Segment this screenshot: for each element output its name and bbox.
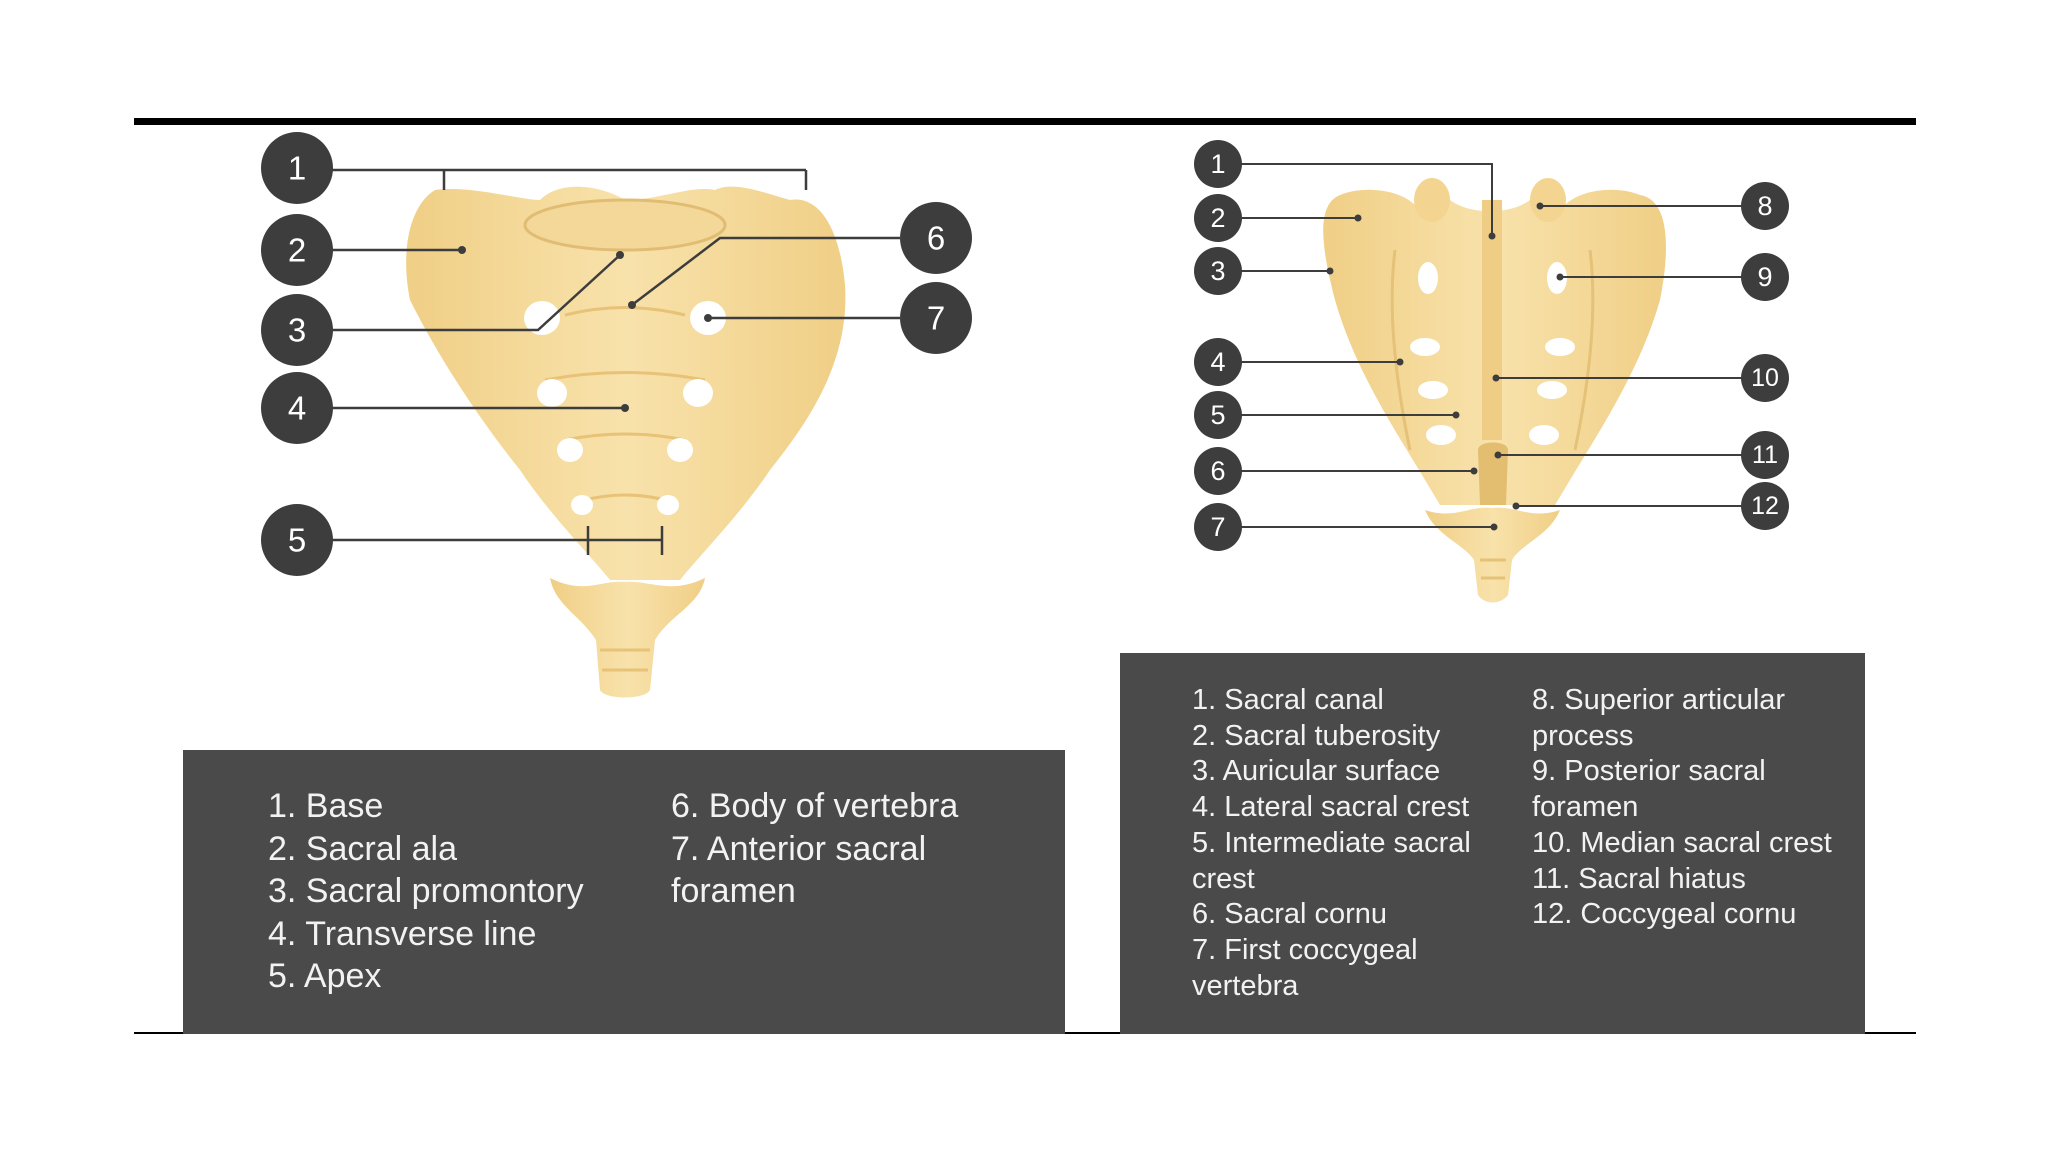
svg-text:2: 2 bbox=[1210, 203, 1225, 233]
posterior-marker-2: 2 bbox=[1194, 194, 1242, 242]
legend-item-sacral-hiatus: 11. Sacral hiatus bbox=[1532, 862, 1832, 898]
legend-item-posterior-sacral-foramen: 9. Posterior sacral foramen bbox=[1532, 754, 1832, 825]
anterior-marker-3: 3 bbox=[261, 294, 333, 366]
svg-text:6: 6 bbox=[1210, 456, 1225, 486]
svg-text:5: 5 bbox=[1210, 400, 1225, 430]
svg-text:3: 3 bbox=[1210, 256, 1225, 286]
posterior-marker-12: 12 bbox=[1741, 482, 1789, 530]
svg-text:6: 6 bbox=[927, 220, 945, 257]
posterior-marker-1: 1 bbox=[1194, 140, 1242, 188]
anterior-sacrum-illustration bbox=[406, 187, 845, 698]
legend-item-median-sacral-crest: 10. Median sacral crest bbox=[1532, 826, 1832, 862]
anterior-marker-2: 2 bbox=[261, 214, 333, 286]
posterior-legend-panel: 1. Sacral canal 2. Sacral tuberosity 3. … bbox=[1120, 653, 1865, 1034]
anterior-legend-column-1: 1. Base 2. Sacral ala 3. Sacral promonto… bbox=[268, 785, 671, 1034]
anterior-marker-4: 4 bbox=[261, 372, 333, 444]
posterior-legend-column-1: 1. Sacral canal 2. Sacral tuberosity 3. … bbox=[1192, 683, 1532, 1034]
svg-text:2: 2 bbox=[288, 232, 306, 269]
svg-text:9: 9 bbox=[1757, 262, 1772, 292]
svg-text:5: 5 bbox=[288, 522, 306, 559]
posterior-marker-10: 10 bbox=[1741, 354, 1789, 402]
svg-text:3: 3 bbox=[288, 312, 306, 349]
anterior-legend-column-2: 6. Body of vertebra 7. Anterior sacral f… bbox=[671, 785, 991, 1034]
legend-item-apex: 5. Apex bbox=[268, 955, 671, 998]
svg-text:1: 1 bbox=[1210, 149, 1225, 179]
legend-item-base: 1. Base bbox=[268, 785, 671, 828]
posterior-marker-11: 11 bbox=[1741, 431, 1789, 479]
svg-text:11: 11 bbox=[1752, 441, 1778, 469]
legend-item-sacral-promontory: 3. Sacral promontory bbox=[268, 870, 671, 913]
anterior-marker-6: 6 bbox=[900, 202, 972, 274]
posterior-marker-5: 5 bbox=[1194, 391, 1242, 439]
svg-text:12: 12 bbox=[1751, 492, 1779, 520]
posterior-marker-8: 8 bbox=[1741, 182, 1789, 230]
posterior-marker-6: 6 bbox=[1194, 447, 1242, 495]
legend-item-auricular-surface: 3. Auricular surface bbox=[1192, 754, 1532, 790]
legend-item-body-of-vertebra: 6. Body of vertebra bbox=[671, 785, 991, 828]
posterior-legend-column-2: 8. Superior articular process 9. Posteri… bbox=[1532, 683, 1832, 1034]
posterior-marker-3: 3 bbox=[1194, 247, 1242, 295]
svg-text:4: 4 bbox=[288, 390, 306, 427]
svg-text:7: 7 bbox=[927, 300, 945, 337]
svg-text:4: 4 bbox=[1210, 347, 1225, 377]
anterior-marker-7: 7 bbox=[900, 282, 972, 354]
anterior-legend-panel: 1. Base 2. Sacral ala 3. Sacral promonto… bbox=[183, 750, 1065, 1034]
legend-item-anterior-sacral-foramen: 7. Anterior sacral foramen bbox=[671, 828, 991, 913]
legend-item-sacral-ala: 2. Sacral ala bbox=[268, 828, 671, 871]
legend-item-intermediate-sacral-crest: 5. Intermediate sacral crest bbox=[1192, 826, 1532, 897]
posterior-marker-7: 7 bbox=[1194, 503, 1242, 551]
posterior-marker-4: 4 bbox=[1194, 338, 1242, 386]
legend-item-sacral-cornu: 6. Sacral cornu bbox=[1192, 897, 1532, 933]
legend-item-coccygeal-cornu: 12. Coccygeal cornu bbox=[1532, 897, 1832, 933]
legend-item-lateral-sacral-crest: 4. Lateral sacral crest bbox=[1192, 790, 1532, 826]
svg-text:7: 7 bbox=[1210, 512, 1225, 542]
legend-item-first-coccygeal-vertebra: 7. First coccygeal vertebra bbox=[1192, 933, 1532, 1004]
legend-item-sacral-canal: 1. Sacral canal bbox=[1192, 683, 1532, 719]
legend-item-sacral-tuberosity: 2. Sacral tuberosity bbox=[1192, 719, 1532, 755]
legend-item-superior-articular-process: 8. Superior articular process bbox=[1532, 683, 1832, 754]
svg-text:10: 10 bbox=[1751, 364, 1779, 392]
anterior-marker-5: 5 bbox=[261, 504, 333, 576]
svg-text:8: 8 bbox=[1757, 191, 1772, 221]
svg-text:1: 1 bbox=[288, 150, 306, 187]
legend-item-transverse-line: 4. Transverse line bbox=[268, 913, 671, 956]
posterior-sacrum-illustration bbox=[1323, 178, 1666, 603]
anterior-marker-1: 1 bbox=[261, 132, 333, 204]
posterior-marker-9: 9 bbox=[1741, 253, 1789, 301]
